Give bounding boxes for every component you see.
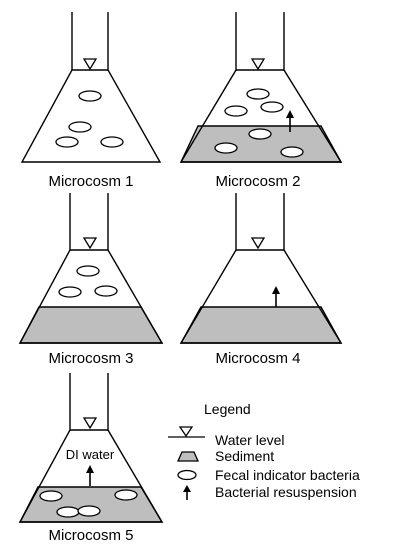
bacteria-icon xyxy=(55,136,79,148)
flask-outline xyxy=(18,373,164,523)
bacteria-icon xyxy=(100,136,124,148)
microcosm-3: Microcosm 3 xyxy=(18,193,164,367)
sediment-layer xyxy=(18,306,164,344)
bacteria-icon xyxy=(248,128,272,140)
microcosm-caption: Microcosm 5 xyxy=(48,527,133,544)
bacteria-icon xyxy=(76,265,100,277)
bacteria-icon xyxy=(39,490,63,502)
legend: Legend Water level Sediment Fecal indica… xyxy=(168,401,360,500)
legend-label: Fecal indicator bacteria xyxy=(215,467,360,483)
microcosm-5: DI water Microcosm 5 xyxy=(18,373,164,544)
water-level-icon xyxy=(250,237,266,250)
legend-label: Water level xyxy=(215,432,285,448)
resuspension-arrow xyxy=(286,110,294,132)
water-level-icon xyxy=(82,237,98,250)
microcosm-caption: Microcosm 4 xyxy=(215,350,300,367)
bacteria-icon xyxy=(77,505,101,517)
microcosm-2: Microcosm 2 xyxy=(179,12,343,190)
legend-item-bacteria: Fecal indicator bacteria xyxy=(177,467,360,483)
legend-item-water-level: Water level xyxy=(168,426,285,448)
bacteria-icon xyxy=(246,88,270,100)
bacteria-icon xyxy=(78,90,102,102)
legend-item-sediment: Sediment xyxy=(176,448,274,464)
resuspension-arrow xyxy=(272,286,280,307)
bacteria-icon xyxy=(280,146,304,158)
sediment-layer xyxy=(179,306,343,344)
flask-outline xyxy=(18,193,164,344)
flask-outline xyxy=(179,193,343,344)
legend-label: Bacterial resuspension xyxy=(215,484,357,500)
bacteria-icon xyxy=(214,142,238,154)
bacteria-icon xyxy=(177,469,197,481)
microcosm-caption: Microcosm 1 xyxy=(48,173,133,190)
microcosm-1: Microcosm 1 xyxy=(20,12,162,190)
bacteria-icon xyxy=(114,489,138,501)
microcosm-4: Microcosm 4 xyxy=(179,193,343,367)
bacteria-icon xyxy=(68,121,92,133)
microcosm-caption: Microcosm 3 xyxy=(48,350,133,367)
sediment-icon xyxy=(176,451,200,462)
resuspension-arrow xyxy=(86,465,94,486)
bacteria-icon xyxy=(260,101,284,113)
di-water-label: DI water xyxy=(66,447,115,462)
water-level-icon xyxy=(250,58,266,71)
flask-outline xyxy=(179,12,343,163)
bacteria-icon xyxy=(58,286,82,298)
bacteria-icon xyxy=(224,105,248,117)
legend-title: Legend xyxy=(204,401,251,417)
sediment-layer xyxy=(18,486,164,523)
bacteria-icon xyxy=(94,285,118,297)
legend-label: Sediment xyxy=(215,448,274,464)
legend-item-resuspension: Bacterial resuspension xyxy=(183,484,357,500)
flask-outline xyxy=(20,12,162,163)
microcosm-caption: Microcosm 2 xyxy=(215,173,300,190)
water-level-icon xyxy=(82,58,98,71)
water-level-icon xyxy=(178,426,194,438)
bacteria-icon xyxy=(56,506,80,518)
water-level-icon xyxy=(82,417,98,430)
